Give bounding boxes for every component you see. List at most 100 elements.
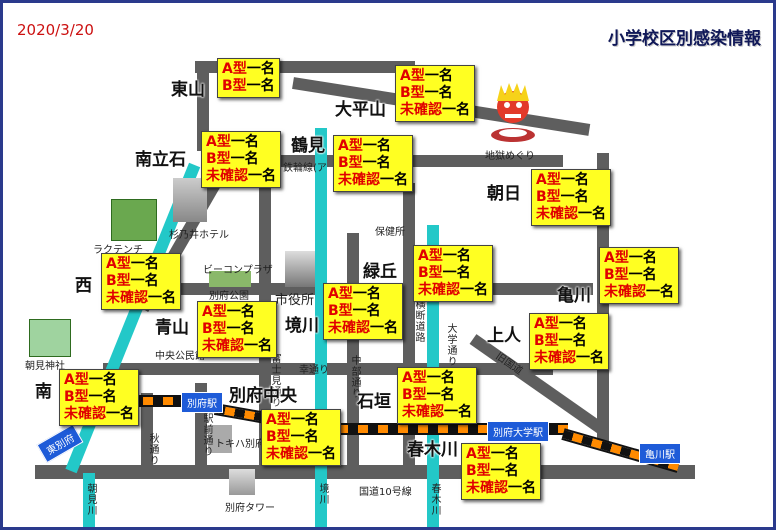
case-count: 一名 <box>490 463 519 479</box>
case-row-b: B型一名 <box>536 189 606 206</box>
case-type: A型 <box>266 412 291 428</box>
case-count: 一名 <box>490 446 519 462</box>
case-row-a: A型一名 <box>266 412 336 429</box>
case-type: 未確認 <box>338 172 380 188</box>
case-row-b: B型一名 <box>64 389 134 406</box>
case-row-b: B型一名 <box>202 321 272 338</box>
case-row-a: A型一名 <box>222 61 275 78</box>
case-type: 未確認 <box>202 338 244 354</box>
case-count: 一名 <box>558 333 587 349</box>
area-label-minami: 南 <box>35 382 52 402</box>
case-row-b: B型一名 <box>400 85 470 102</box>
tower-label: 別府タワー <box>225 503 275 514</box>
case-type: A型 <box>222 61 247 77</box>
case-count: 一名 <box>426 370 455 386</box>
case-count: 一名 <box>442 248 471 264</box>
case-count: 一名 <box>576 350 604 366</box>
case-row-b: B型一名 <box>266 429 336 446</box>
case-count: 一名 <box>290 412 319 428</box>
road-kokudo10 <box>35 465 695 479</box>
case-count: 一名 <box>352 303 381 319</box>
case-type: 未確認 <box>328 320 370 336</box>
case-count: 一名 <box>380 172 408 188</box>
case-count: 一名 <box>352 286 381 302</box>
case-type: B型 <box>534 333 559 349</box>
case-row-u: 未確認一名 <box>418 282 488 299</box>
case-row-b: B型一名 <box>206 151 276 168</box>
haruki-river-label: 春木川 <box>429 483 440 516</box>
yokodai-label: 横断道路 <box>413 299 424 343</box>
asami-shrine-icon <box>29 319 71 357</box>
case-count: 一名 <box>578 206 606 222</box>
area-label-beppuchuo: 別府中央 <box>229 386 297 406</box>
case-count: 一名 <box>308 446 336 462</box>
kamegawa-station[interactable]: 亀川駅 <box>639 443 681 464</box>
oni-mascot-icon <box>487 81 539 143</box>
case-count: 一名 <box>362 138 391 154</box>
chubu-label: 中部通り <box>349 355 360 399</box>
tokiwa-icon <box>208 425 232 453</box>
case-count: 一名 <box>148 290 176 306</box>
case-type: A型 <box>338 138 363 154</box>
case-count: 一名 <box>646 284 674 300</box>
case-count: 一名 <box>130 273 159 289</box>
case-row-u: 未確認一名 <box>266 446 336 463</box>
case-row-b: B型一名 <box>338 155 408 172</box>
case-type: B型 <box>466 463 491 479</box>
rakutenchi-icon <box>111 199 157 241</box>
area-label-asahi: 朝日 <box>487 184 521 204</box>
case-row-b: B型一名 <box>466 463 536 480</box>
area-label-harukigawa: 春木川 <box>407 440 458 460</box>
beppu-park-icon <box>209 271 251 287</box>
beppu-tower-icon <box>229 469 255 495</box>
sakai-river-label: 境川 <box>317 483 328 505</box>
beppu-daigaku-station[interactable]: 別府大学駅 <box>487 421 549 442</box>
daigaku-dori-label: 大学通り <box>445 323 456 367</box>
case-count: 一名 <box>230 134 259 150</box>
case-row-u: 未確認一名 <box>206 168 276 185</box>
case-type: B型 <box>106 273 131 289</box>
case-count: 一名 <box>106 406 134 422</box>
city-hall-label: 市役所 <box>275 293 315 308</box>
hoken-label: 保健所 <box>375 227 405 238</box>
case-type: B型 <box>206 151 231 167</box>
case-count: 一名 <box>560 172 589 188</box>
case-row-u: 未確認一名 <box>202 338 272 355</box>
case-row-a: A型一名 <box>418 248 488 265</box>
case-type: A型 <box>400 68 425 84</box>
case-type: A型 <box>206 134 231 150</box>
case-type: 未確認 <box>266 446 308 462</box>
area-label-higashiyama: 東山 <box>171 80 205 100</box>
area-label-kamegawa: 亀川 <box>557 286 591 306</box>
area-label-aoyama: 青山 <box>155 318 189 338</box>
case-type: B型 <box>222 78 247 94</box>
case-type: B型 <box>604 267 629 283</box>
area-label-minamitachiishi: 南立石 <box>135 150 186 170</box>
case-type: A型 <box>202 304 227 320</box>
case-row-b: B型一名 <box>328 303 398 320</box>
area-label-ohirayama: 大平山 <box>335 100 386 120</box>
case-count: 一名 <box>246 78 275 94</box>
fujimi-label: 富士見通り <box>269 353 280 408</box>
beacon-plaza-icon <box>285 251 315 287</box>
beppu-station[interactable]: 別府駅 <box>181 392 223 413</box>
case-row-a: A型一名 <box>106 256 176 273</box>
rakutenchi-label: ラクテンチ <box>93 245 143 256</box>
ekimae-label: 駅前通り <box>201 413 212 457</box>
case-row-b: B型一名 <box>222 78 275 95</box>
case-count: 一名 <box>226 321 255 337</box>
case-row-b: B型一名 <box>604 267 674 284</box>
tokiwa-label: トキハ別府店 <box>215 439 275 450</box>
suginoi-label: 杉乃井ホテル <box>169 230 229 241</box>
case-row-u: 未確認一名 <box>466 480 536 497</box>
case-type: A型 <box>466 446 491 462</box>
saiwai-label: 幸通り <box>299 365 329 376</box>
